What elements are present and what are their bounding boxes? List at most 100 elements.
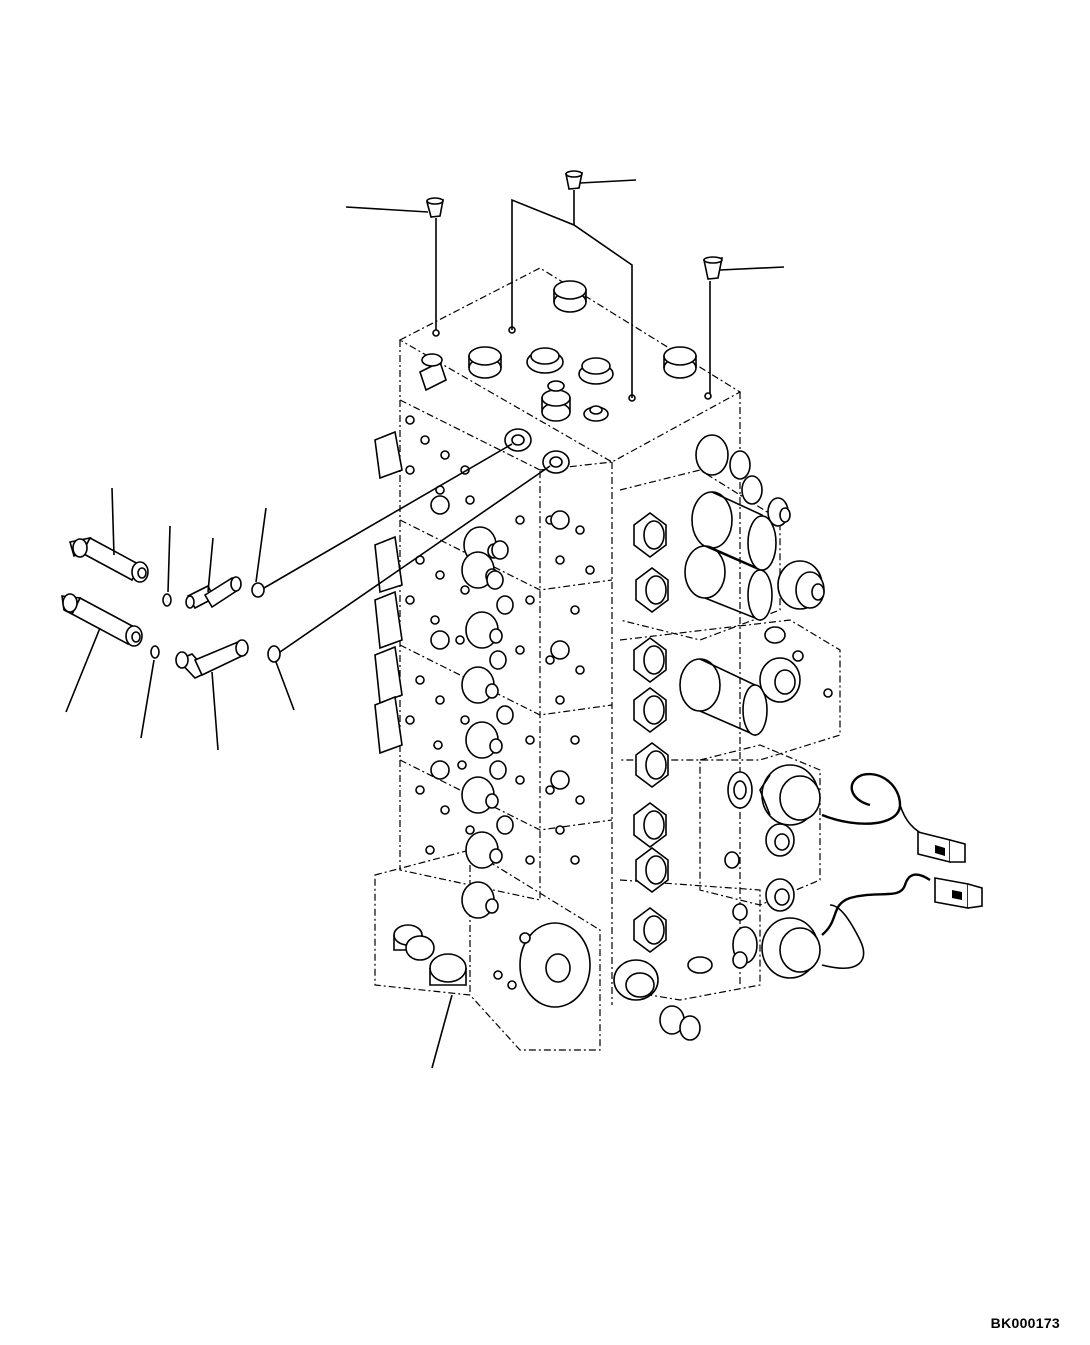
oring-small-lower [150,645,160,659]
port-hole [555,825,565,835]
port-hole [570,735,580,745]
solenoid-4 [679,626,833,737]
hex-plug-face [643,810,665,840]
spool-cap-boss [489,738,503,754]
solenoid-lower-2 [732,917,821,979]
port-circle [550,510,570,530]
relief-valve-lower [61,593,143,647]
port-hole [460,715,470,725]
bolt-top-3 [526,347,564,374]
port-hole [465,825,475,835]
hex-plug [635,742,669,788]
bottom-fittings [393,922,713,1041]
center-column-caps [461,526,514,919]
hex-plug [635,567,669,613]
drawing-code: BK000173 [990,1315,1060,1331]
hex-plug-face [643,915,665,945]
face-port-holes [405,415,595,865]
bolt-top-5 [663,346,697,379]
solenoid-lower-1 [727,764,821,826]
port-hole [435,695,445,705]
callout-leaders [65,487,453,1069]
connector-1 [917,830,966,864]
port-hole [425,845,435,855]
port-hole [515,645,525,655]
elbow-lower [175,639,249,679]
hex-plug-face [643,520,665,550]
hex-plug [633,907,667,953]
small-fitting [489,650,507,670]
port-hole [405,415,415,425]
spool-cap-boss [489,628,503,644]
small-fitting [486,570,504,590]
port-hole [575,525,585,535]
plug-top-left [345,197,444,330]
spool-cap-boss [485,683,499,699]
port-hole [575,665,585,675]
hex-plug-face [643,645,665,675]
oring-small-upper [162,593,172,607]
oring-lower [267,645,281,663]
port-hole [555,695,565,705]
mounting-ports [504,428,570,474]
hex-plug-face [645,750,667,780]
port-hole [440,450,450,460]
port-circle [430,495,450,515]
port-hole [570,605,580,615]
port-hole [545,785,555,795]
hex-plug [633,802,667,848]
port-hole [405,465,415,475]
fitting-top-center [541,380,571,422]
elbow-upper [185,576,242,610]
bolt-top-4 [578,357,614,385]
port-hole [415,675,425,685]
small-fitting [496,705,514,725]
port-hole [420,435,430,445]
hex-plug-face [643,695,665,725]
port-hole [585,565,595,575]
hex-plug-face [645,855,667,885]
spool-cap-boss [489,848,503,864]
connector-2 [934,877,983,909]
port-hole [515,515,525,525]
port-hole [457,760,467,770]
port-hole [545,655,555,665]
small-fitting [496,815,514,835]
small-fitting [489,760,507,780]
port-hole [433,740,443,750]
hex-plug-face [645,575,667,605]
relief-valve-upper [68,536,149,583]
port-hole [405,595,415,605]
port-hole [570,855,580,865]
spool-cap-boss [485,898,499,914]
port-hole [430,615,440,625]
port-hole [435,570,445,580]
spool-cap-boss [485,793,499,809]
plug-top-center [511,170,637,398]
port-hole [525,855,535,865]
hex-plug [633,512,667,558]
hex-plug [635,847,669,893]
solenoid-valves [679,434,833,979]
port-hole [405,715,415,725]
port-hole [460,585,470,595]
solenoid-1 [691,491,825,610]
oring-upper [251,582,265,598]
small-fitting [496,595,514,615]
hex-plug [633,687,667,733]
top-face-bolts [419,280,697,422]
port-hole [465,495,475,505]
port-hole [440,805,450,815]
port-hole [515,775,525,785]
port-hole [415,785,425,795]
port-hole [575,795,585,805]
small-fitting [491,540,509,560]
plug-top-right [703,256,785,394]
port-hole [525,595,535,605]
port-hole [455,635,465,645]
hex-plug [633,637,667,683]
solenoid-2 [695,434,791,527]
port-circle [430,630,450,650]
bolt-top-2 [468,346,502,379]
